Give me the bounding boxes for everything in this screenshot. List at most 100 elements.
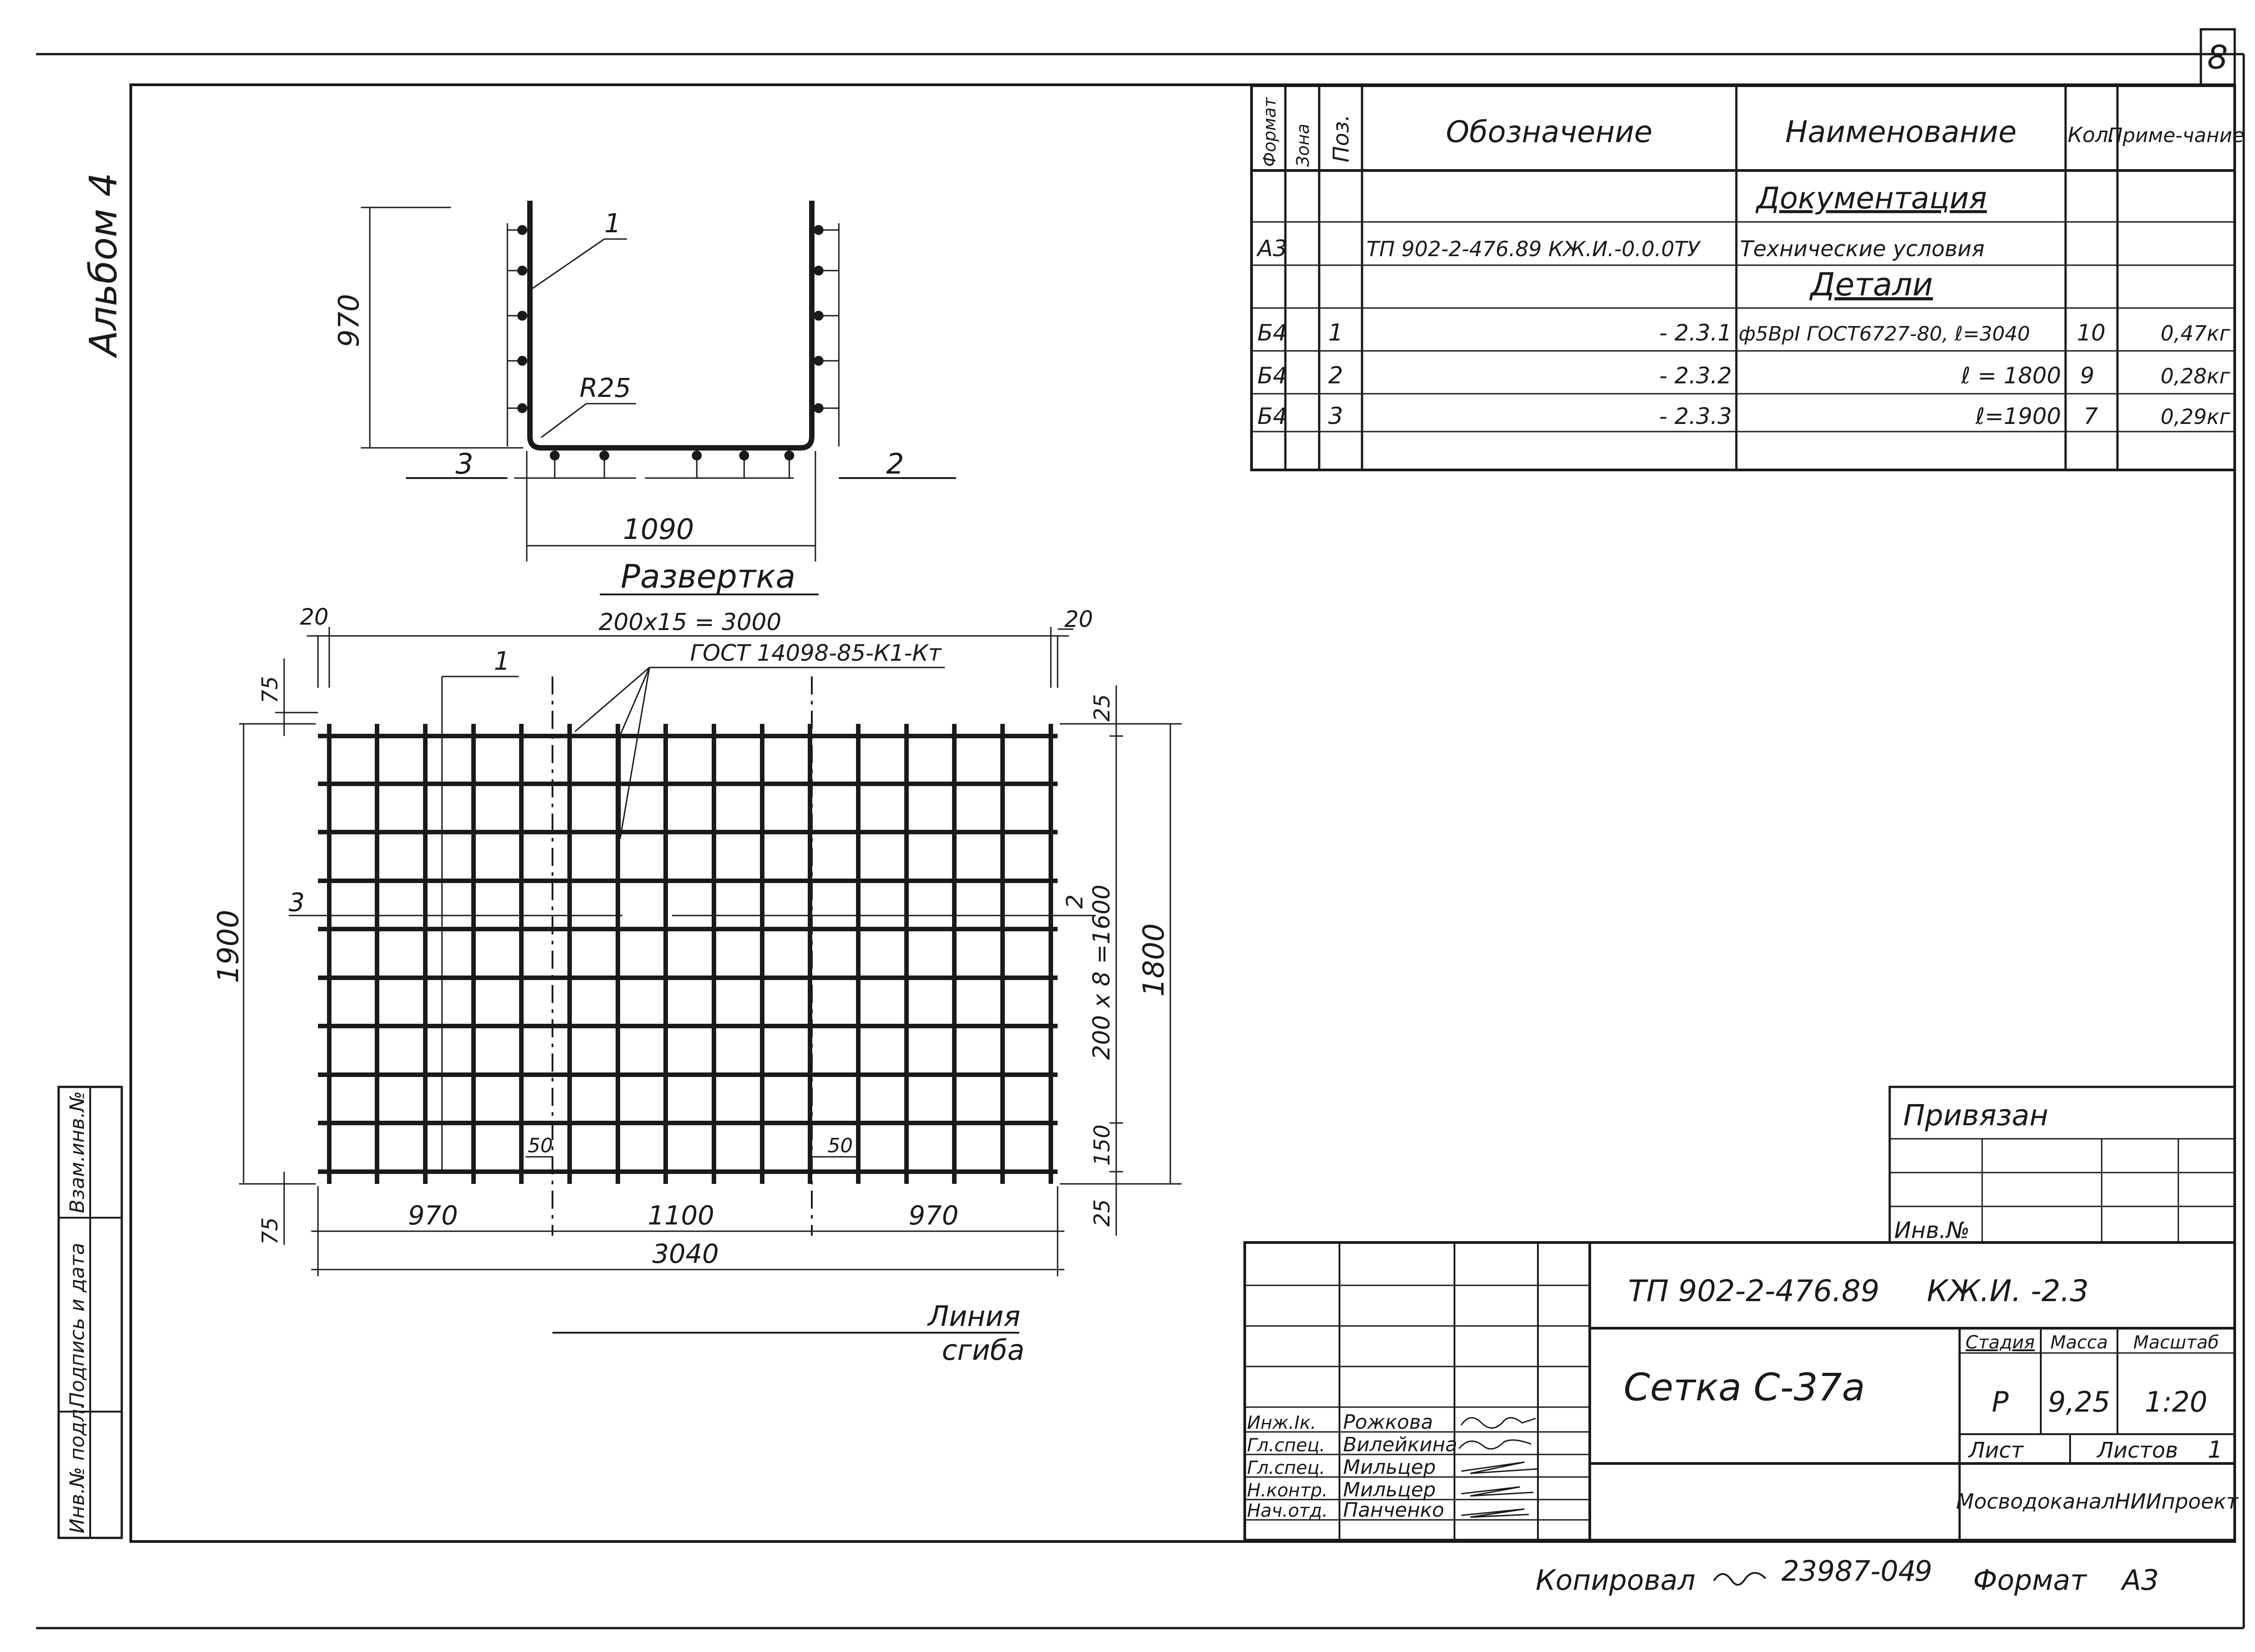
spec-row-4-pos: 3 — [1328, 403, 1343, 430]
side-podpis-data: Подпись и дата — [66, 1243, 89, 1407]
title-block-grid — [1243, 1241, 2236, 1542]
title-mass: 9,25 — [2048, 1385, 2110, 1418]
spec-header-qty: Кол. — [2068, 123, 2115, 147]
title-stage: Р — [1992, 1385, 2009, 1418]
spec-row-4-name: ℓ=1900 — [1975, 403, 2061, 429]
signature-role-4: Н.контр. — [1247, 1480, 1328, 1501]
mesh-gost-label: ГОСТ 14098-85-К1-Кт — [690, 640, 942, 666]
mesh-bottom-total: 3040 — [652, 1238, 719, 1269]
order-sheet: 9 — [1914, 1555, 1932, 1588]
mesh-edge-right: 20 — [1064, 606, 1093, 632]
spec-header-pos: Поз. — [1329, 115, 1354, 162]
mesh-annotations — [239, 627, 1182, 1334]
side-stamp — [57, 1086, 123, 1539]
section-pos-leader: 1 — [604, 208, 621, 239]
section-label-left: 3 — [456, 447, 473, 480]
section-width-dim: 1090 — [623, 513, 694, 546]
mesh-right-mid-dim: 200 x 8 =1600 — [1088, 884, 1115, 1060]
copied-label: Копировал — [1536, 1564, 1695, 1597]
section-radius-label: R25 — [580, 373, 631, 403]
spec-header-format: Формат — [1260, 97, 1279, 167]
mesh-bend-offset-right: 50 — [828, 1134, 853, 1157]
title-name: Сетка С-37а — [1624, 1365, 1865, 1409]
spec-section-parts: Детали — [1809, 266, 1933, 303]
order-number: 23987-04 — [1781, 1555, 1916, 1588]
title-mass-header: Масса — [2050, 1332, 2108, 1353]
bend-line-label-1: Линия — [927, 1300, 1020, 1333]
spec-row-3-designation: - 2.3.2 — [1659, 363, 1732, 389]
spec-table-grid — [1250, 84, 2236, 471]
spec-header-note: Приме-чание — [2108, 124, 2244, 147]
copier-signature — [1713, 1572, 1767, 1586]
spec-row-2-qty: 10 — [2077, 320, 2106, 346]
format-value: А3 — [2120, 1564, 2159, 1597]
section-label-right: 2 — [886, 447, 904, 480]
razvertka-title: Развертка — [621, 557, 796, 595]
spec-row-3-format: Б4 — [1257, 363, 1287, 389]
mesh-edge-left: 20 — [300, 604, 329, 630]
title-sheet-label: Лист — [1968, 1438, 2025, 1463]
spec-row-1-format: А3 — [1256, 235, 1287, 262]
spec-header-name: Наименование — [1786, 115, 2017, 149]
mesh-left-height: 1900 — [212, 910, 245, 983]
mesh-right-bottom-edge: 25 — [1090, 1199, 1115, 1227]
mesh-grid — [318, 724, 1058, 1184]
spec-row-4-designation: - 2.3.3 — [1659, 403, 1732, 429]
spec-row-2-name: ф5ВрI ГОСТ6727-80, ℓ=3040 — [1739, 322, 2030, 345]
format-label: Формат — [1973, 1564, 2087, 1597]
title-sheets-count: 1 — [2208, 1436, 2223, 1463]
mesh-bottom-segment-1: 970 — [408, 1200, 458, 1231]
signature-role-1: Инж.Iк. — [1247, 1413, 1316, 1433]
spec-row-4-qty: 7 — [2084, 403, 2098, 429]
spec-header-zone: Зона — [1293, 124, 1313, 167]
sheet-number: 8 — [2207, 38, 2228, 76]
mesh-top-dim: 200x15 = 3000 — [598, 609, 781, 636]
signature-role-3: Гл.спец. — [1247, 1458, 1325, 1478]
title-organization: МосводоканалНИИпроект — [1956, 1489, 2239, 1514]
signature-name-3: Мильцер — [1343, 1456, 1436, 1479]
signature-role-2: Гл.спец. — [1247, 1435, 1325, 1456]
mesh-left-top-dim: 75 — [258, 676, 283, 704]
signature-role-5: Нач.отд. — [1247, 1500, 1328, 1521]
title-stage-header: Стадия — [1965, 1332, 2034, 1353]
mesh-pos-right: 2 — [1062, 894, 1088, 909]
signature-name-5: Панченко — [1343, 1499, 1444, 1522]
mesh-right-top-dim: 25 — [1090, 694, 1115, 722]
section-view — [361, 201, 956, 595]
mesh-pos-top: 1 — [494, 647, 510, 676]
privyazan-inv-label: Инв.№ — [1894, 1217, 1970, 1243]
spec-row-2-designation: - 2.3.1 — [1659, 320, 1732, 346]
spec-row-2-note: 0,47кг — [2161, 321, 2231, 345]
mesh-right-bottom-dim: 150 — [1090, 1124, 1115, 1166]
privyazan-title: Привязан — [1903, 1099, 2048, 1132]
spec-row-2-pos: 1 — [1328, 319, 1343, 346]
title-designation: ТП 902-2-476.89 КЖ.И. -2.3 — [1628, 1274, 2089, 1308]
bend-line-label-2: сгиба — [942, 1334, 1024, 1367]
signature-name-1: Рожкова — [1343, 1411, 1433, 1434]
spec-row-3-note: 0,28кг — [2161, 364, 2231, 388]
sheet-frame — [36, 28, 2245, 1629]
spec-row-3-qty: 9 — [2080, 363, 2094, 389]
signature-name-2: Вилейкина — [1343, 1433, 1457, 1456]
spec-row-2-format: Б4 — [1257, 320, 1287, 346]
mesh-bend-offset-left: 50 — [528, 1134, 553, 1157]
spec-section-docs: Документация — [1755, 181, 1987, 216]
spec-row-3-pos: 2 — [1328, 362, 1343, 389]
side-inv-podl: Инв.№ подл. — [66, 1403, 89, 1533]
spec-row-1-designation: ТП 902-2-476.89 КЖ.И.-0.0.0ТУ — [1367, 237, 1701, 261]
side-vzam-inv: Взам.инв.№ — [66, 1091, 89, 1213]
title-scale: 1:20 — [2145, 1385, 2207, 1418]
mesh-left-bottom-dim: 75 — [258, 1217, 283, 1245]
spec-row-3-name: ℓ = 1800 — [1960, 363, 2061, 389]
mesh-bottom-segment-2: 1100 — [648, 1200, 714, 1231]
title-sheets-label: Листов — [2096, 1438, 2178, 1463]
spec-row-4-format: Б4 — [1257, 403, 1287, 429]
album-label: Альбом 4 — [81, 173, 125, 359]
spec-row-1-name: Технические условия — [1740, 236, 1984, 262]
title-scale-header: Масштаб — [2133, 1332, 2219, 1353]
mesh-bottom-segment-3: 970 — [909, 1200, 959, 1231]
signature-name-4: Мильцер — [1343, 1478, 1436, 1501]
spec-row-4-note: 0,29кг — [2161, 405, 2231, 429]
section-height-dim: 970 — [332, 294, 365, 347]
